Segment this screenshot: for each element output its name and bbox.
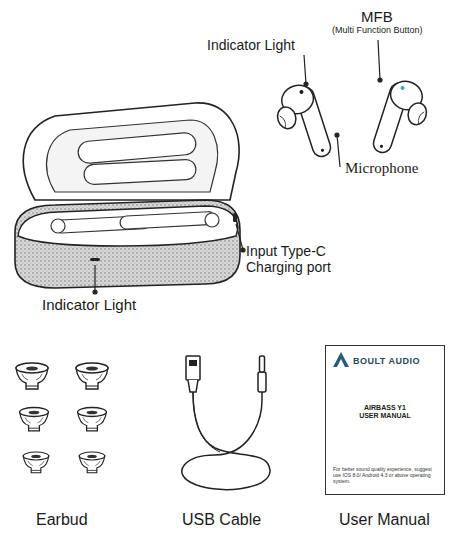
item-label: USB Cable: [182, 511, 261, 529]
manual-title: AIRBASS Y1 USER MANUAL: [356, 404, 414, 421]
item-label: User Manual: [339, 511, 430, 529]
part-label: Indicator Light: [42, 296, 136, 313]
brand-logo: [333, 352, 349, 367]
earbud-left: [269, 81, 332, 166]
part-label: Indicator Light: [207, 37, 295, 53]
manual-note: For better sound quality experience, sug…: [333, 466, 437, 484]
ear-tips: [16, 363, 108, 473]
part-label: Microphone: [345, 160, 418, 177]
leader-lines: [93, 40, 382, 294]
earbud-right: [371, 77, 434, 162]
usb-cable: [182, 356, 270, 490]
part-label: Input Type-C Charging port: [246, 243, 346, 275]
part-sublabel: (Multi Function Button): [332, 25, 423, 35]
charging-case: [15, 103, 240, 288]
brand-name: BOULT AUDIO: [353, 356, 440, 367]
part-label: MFB: [361, 8, 393, 25]
manual-page: BOULT AUDIO AIRBASS Y1 USER MANUAL For bet…: [325, 345, 445, 495]
item-label: Earbud: [36, 511, 88, 529]
